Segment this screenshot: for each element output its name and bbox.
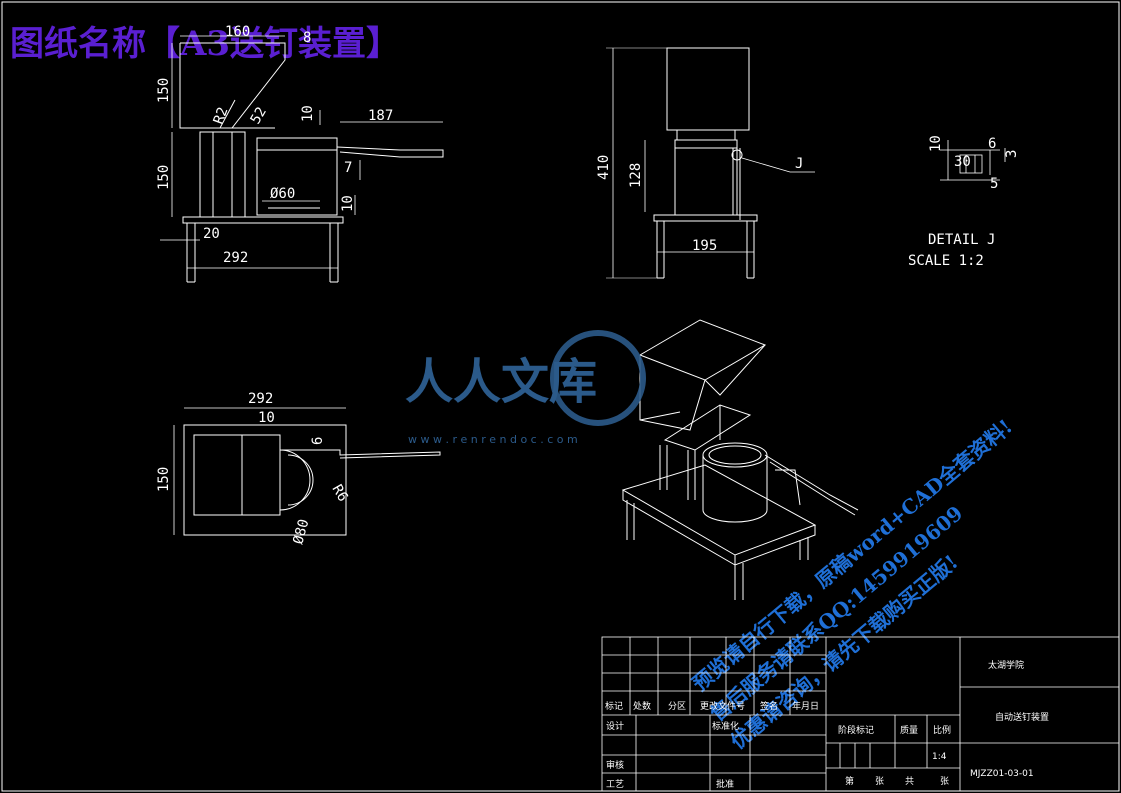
hdr-sign: 签名 — [760, 700, 778, 712]
sheet-no-label: 第 — [845, 775, 854, 787]
detail-label: DETAIL J — [928, 232, 995, 248]
top-dim-292: 292 — [248, 391, 273, 407]
dim-150-top: 150 — [156, 78, 172, 103]
detail-j — [940, 140, 1006, 181]
watermark-line-2: 售后服务请联系QQ:1459919609 — [706, 501, 968, 726]
dim-dia60: Ø60 — [270, 186, 295, 202]
dim-r2: R2 — [211, 105, 232, 126]
stage-mark: 阶段标记 — [838, 724, 874, 736]
top-view — [173, 407, 441, 536]
detail-dim-6: 6 — [988, 136, 996, 152]
dim-187: 187 — [368, 108, 393, 124]
school-name: 太湖学院 — [988, 659, 1024, 671]
detail-j-text: 10 6 3 30 5 DETAIL J SCALE 1:2 — [908, 135, 1020, 269]
part-name: 自动送钉装置 — [995, 711, 1049, 723]
detail-dim-10: 10 — [928, 135, 944, 152]
drawing-number: MJZZ01-03-01 — [970, 769, 1034, 779]
callout-j: J — [795, 156, 803, 172]
dim-10-a: 10 — [300, 105, 316, 122]
hdr-change: 更改文件号 — [700, 700, 745, 712]
hdr-date: 年月日 — [792, 700, 819, 712]
stage-scale: 比例 — [933, 724, 951, 736]
top-dim-r6: R6 — [329, 482, 351, 505]
front-view-dims: 160 8 150 R2 52 10 187 150 7 Ø60 10 20 2… — [156, 24, 393, 266]
role-design: 设计 — [606, 720, 624, 732]
top-dim-150: 150 — [156, 467, 172, 492]
role-approve: 批准 — [716, 778, 734, 790]
sheet-zhang-1: 张 — [875, 776, 884, 787]
dim-160: 160 — [225, 24, 250, 40]
watermark-url: w w w . r e n r e n d o c . c o m — [408, 433, 578, 446]
role-standard: 标准化 — [712, 720, 739, 732]
stage-weight: 质量 — [900, 724, 918, 736]
dim-292: 292 — [223, 250, 248, 266]
front-view — [160, 35, 444, 283]
scale-value: 1:4 — [932, 752, 947, 762]
top-view-dims: 292 10 6 150 R6 Ø80 — [156, 391, 351, 546]
top-dim-6: 6 — [310, 437, 326, 445]
dim-20: 20 — [203, 226, 220, 242]
dim-195: 195 — [692, 238, 717, 254]
detail-dim-3: 3 — [1004, 150, 1020, 158]
hdr-count: 处数 — [633, 700, 651, 712]
top-dim-dia80: Ø80 — [290, 517, 312, 546]
isometric-view — [621, 319, 859, 600]
role-review: 审核 — [606, 759, 624, 771]
dim-128: 128 — [628, 163, 644, 188]
dim-8: 8 — [303, 30, 311, 46]
title-block — [601, 636, 1120, 792]
detail-dim-5: 5 — [990, 176, 998, 192]
sheet-title: 图纸名称【A3送钉装置】 — [10, 24, 400, 64]
sheet-zhang-2: 张 — [940, 776, 949, 787]
title-block-text: 太湖学院 自动送钉装置 MJZZ01-03-01 1:4 标记 处数 分区 更改… — [605, 659, 1049, 790]
detail-scale: SCALE 1:2 — [908, 253, 984, 269]
dim-7: 7 — [344, 160, 352, 176]
detail-dim-30: 30 — [954, 154, 971, 170]
dim-410: 410 — [596, 155, 612, 180]
dim-10-b: 10 — [340, 195, 356, 212]
watermark-brand: 人人文库 — [405, 354, 597, 410]
dim-150-low: 150 — [156, 165, 172, 190]
side-view — [606, 47, 815, 279]
hdr-zone: 分区 — [668, 701, 686, 712]
hdr-mark: 标记 — [605, 700, 623, 712]
sheet-total-label: 共 — [905, 776, 914, 787]
watermark-logo: 人人文库 w w w . r e n r e n d o c . c o m — [405, 330, 646, 446]
side-view-dims: 410 128 195 J — [596, 155, 803, 254]
role-process: 工艺 — [606, 779, 624, 790]
top-dim-10: 10 — [258, 410, 275, 426]
dim-52: 52 — [248, 104, 270, 127]
